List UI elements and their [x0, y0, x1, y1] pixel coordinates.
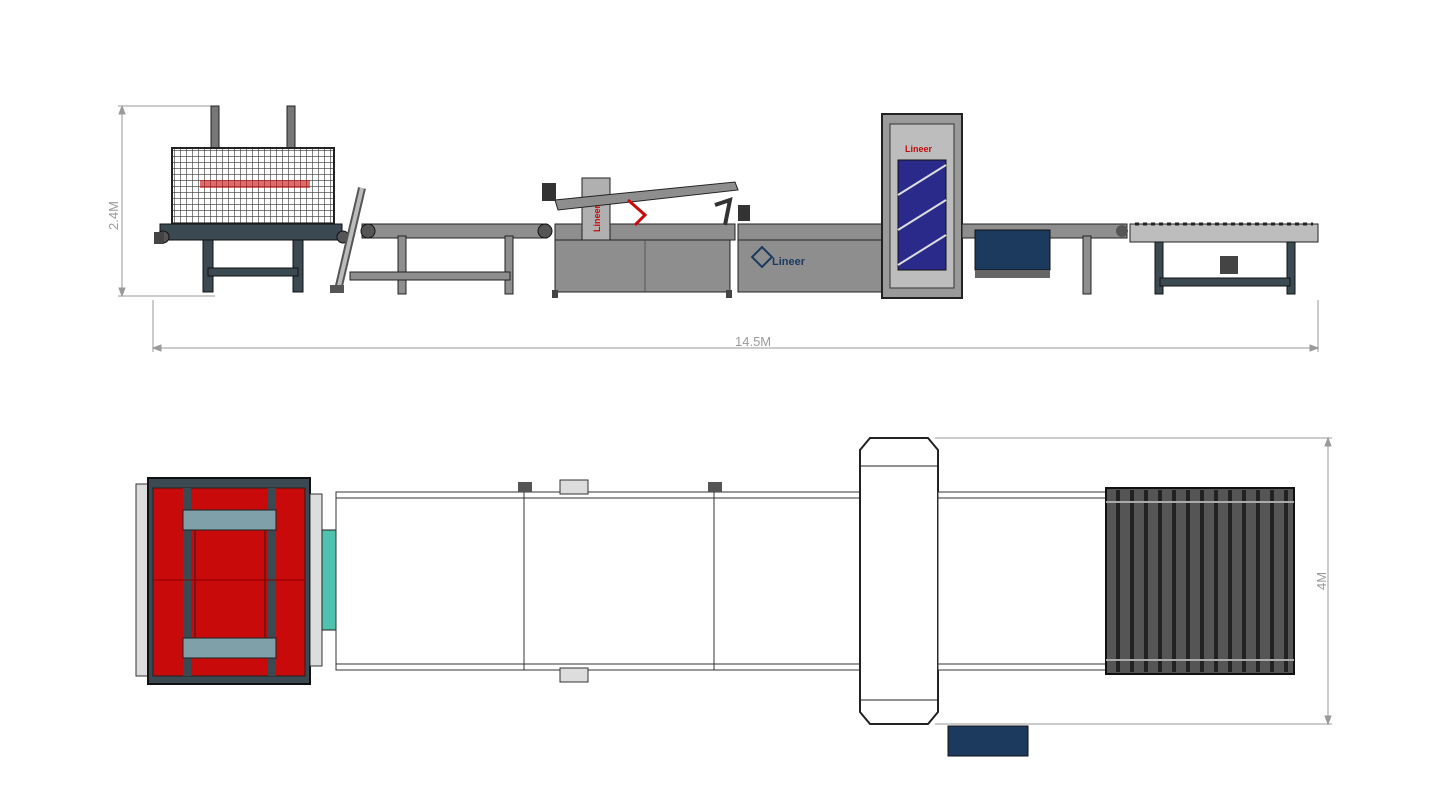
top-conveyor-1 — [335, 491, 525, 671]
width-label: 4M — [1314, 572, 1329, 590]
top-conveyor-4 — [937, 491, 1107, 671]
top-view: 4M — [135, 436, 1332, 757]
side-conveyor-2: Lineer — [542, 177, 750, 298]
tunnel-unit-side: Lineer — [881, 113, 963, 299]
side-view: 2.4M 14.5M — [106, 104, 1320, 352]
control-box — [947, 725, 1029, 757]
height-label: 2.4M — [106, 201, 121, 230]
top-conveyor-2 — [518, 479, 715, 683]
caged-unit-top — [135, 477, 343, 685]
logo-text-vertical: Lineer — [592, 204, 602, 232]
tunnel-unit-top — [859, 437, 939, 725]
inclined-ram — [330, 187, 366, 293]
logo-text-tunnel: Lineer — [905, 144, 933, 154]
roller-table-side — [1129, 222, 1319, 295]
side-conveyor-3: Lineer — [737, 223, 885, 293]
logo-text: Lineer — [772, 256, 806, 268]
top-conveyor-3 — [708, 482, 863, 671]
caged-feeder-unit — [154, 105, 350, 293]
side-conveyor-4 — [961, 223, 1128, 295]
length-label: 14.5M — [735, 334, 771, 349]
length-dimension — [151, 300, 1320, 352]
roller-table-top — [1105, 487, 1295, 675]
width-dimension — [935, 436, 1332, 726]
side-conveyor-1 — [349, 223, 553, 295]
height-dimension — [118, 104, 215, 298]
